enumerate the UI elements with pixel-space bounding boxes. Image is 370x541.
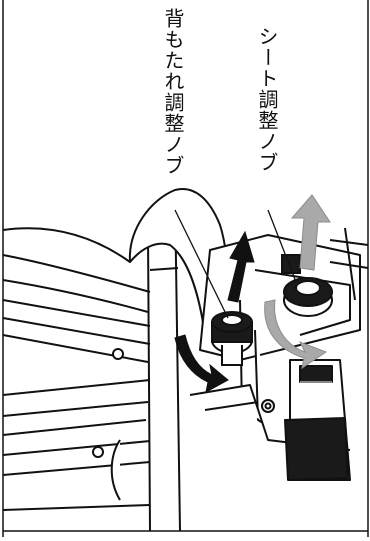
gray-arrow-icon [264,194,331,370]
seat-knob-label: シート調整ノブ [255,26,279,173]
backrest-knob-icon [211,311,253,366]
leader-lines [174,209,297,319]
black-arrow-icon [174,230,255,393]
bolt-icon [112,348,124,360]
bolt-icon [92,446,104,458]
backrest-pad [2,188,229,336]
base-structure [2,254,151,511]
backrest-knob-label: 背もたれ調整ノブ [161,8,185,176]
dark-housing [284,359,351,481]
seat-knob-icon [281,254,333,317]
